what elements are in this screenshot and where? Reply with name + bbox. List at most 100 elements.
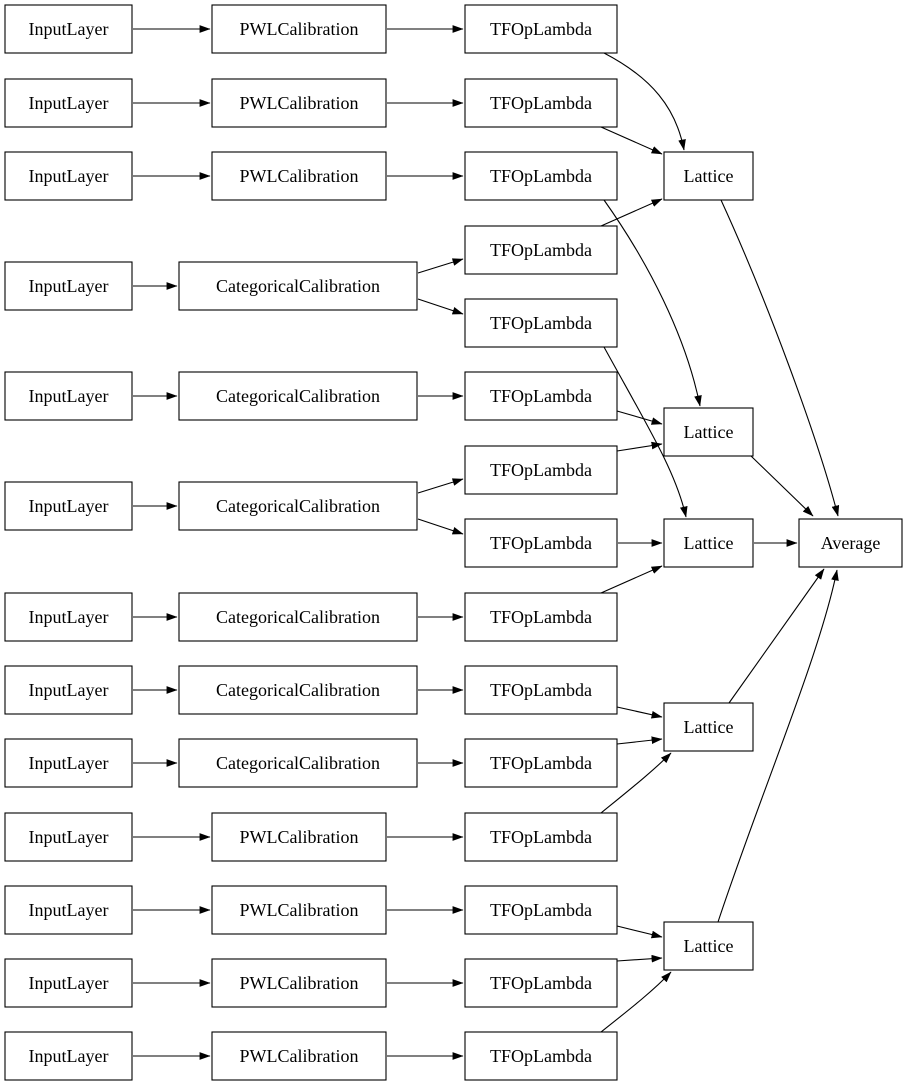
tfoplambda-4-box (464, 225, 618, 275)
inputlayer-2-label: InputLayer (29, 93, 109, 113)
node-inputlayer-1: InputLayer (4, 4, 133, 54)
inputlayer-6-label: InputLayer (29, 496, 109, 516)
edge-categoricalcalibration-3-to-tfoplambda-7 (417, 478, 464, 494)
tfoplambda-13-box (464, 885, 618, 935)
tfoplambda-15-label: TFOpLambda (490, 1046, 592, 1066)
inputlayer-8-box (4, 665, 133, 715)
node-categoricalcalibration-1: CategoricalCalibration (178, 261, 418, 311)
lattice-4-label: Lattice (684, 717, 734, 737)
pwlcalibration-5-label: PWLCalibration (240, 900, 359, 920)
categoricalcalibration-1-label: CategoricalCalibration (216, 276, 380, 296)
lattice-3-label: Lattice (684, 533, 734, 553)
inputlayer-4-label: InputLayer (29, 276, 109, 296)
lattice-5-label: Lattice (684, 936, 734, 956)
node-inputlayer-8: InputLayer (4, 665, 133, 715)
tfoplambda-9-label: TFOpLambda (490, 607, 592, 627)
pwlcalibration-3-label: PWLCalibration (240, 166, 359, 186)
node-inputlayer-11: InputLayer (4, 885, 133, 935)
lattice-4-box (663, 702, 754, 752)
inputlayer-9-label: InputLayer (29, 753, 109, 773)
node-tfoplambda-3: TFOpLambda (464, 151, 618, 201)
pwlcalibration-2-box (211, 78, 387, 128)
node-categoricalcalibration-3: CategoricalCalibration (178, 481, 418, 531)
node-pwlcalibration-7: PWLCalibration (211, 1031, 387, 1081)
node-lattice-2: Lattice (663, 407, 754, 457)
node-inputlayer-4: InputLayer (4, 261, 133, 311)
tfoplambda-14-box (464, 958, 618, 1008)
pwlcalibration-4-box (211, 812, 387, 862)
tfoplambda-10-box (464, 665, 618, 715)
inputlayer-8-label: InputLayer (29, 680, 109, 700)
edge-lattice-5-to-average-1 (717, 569, 839, 923)
edge-tfoplambda-2-to-lattice-1 (600, 126, 663, 155)
node-tfoplambda-2: TFOpLambda (464, 78, 618, 128)
edge-tfoplambda-14-to-lattice-5 (616, 954, 663, 963)
node-pwlcalibration-5: PWLCalibration (211, 885, 387, 935)
node-inputlayer-2: InputLayer (4, 78, 133, 128)
categoricalcalibration-1-box (178, 261, 418, 311)
average-1-label: Average (821, 533, 881, 553)
lattice-2-label: Lattice (684, 422, 734, 442)
node-lattice-4: Lattice (663, 702, 754, 752)
categoricalcalibration-6-label: CategoricalCalibration (216, 753, 380, 773)
categoricalcalibration-5-box (178, 665, 418, 715)
inputlayer-9-box (4, 738, 133, 788)
node-tfoplambda-4: TFOpLambda (464, 225, 618, 275)
node-categoricalcalibration-4: CategoricalCalibration (178, 592, 418, 642)
node-tfoplambda-5: TFOpLambda (464, 298, 618, 348)
categoricalcalibration-2-box (178, 371, 418, 421)
pwlcalibration-4-label: PWLCalibration (240, 827, 359, 847)
edge-tfoplambda-13-to-lattice-5 (616, 925, 663, 939)
edge-tfoplambda-7-to-lattice-2 (616, 441, 663, 452)
inputlayer-12-box (4, 958, 133, 1008)
inputlayer-5-box (4, 371, 133, 421)
node-inputlayer-7: InputLayer (4, 592, 133, 642)
categoricalcalibration-3-box (178, 481, 418, 531)
pwlcalibration-6-box (211, 958, 387, 1008)
tfoplambda-6-label: TFOpLambda (490, 386, 592, 406)
tfoplambda-10-label: TFOpLambda (490, 680, 592, 700)
edge-categoricalcalibration-3-to-tfoplambda-8 (417, 518, 464, 535)
node-inputlayer-13: InputLayer (4, 1031, 133, 1081)
node-lattice-1: Lattice (663, 151, 754, 201)
inputlayer-1-box (4, 4, 133, 54)
inputlayer-2-box (4, 78, 133, 128)
node-tfoplambda-9: TFOpLambda (464, 592, 618, 642)
inputlayer-11-box (4, 885, 133, 935)
node-inputlayer-12: InputLayer (4, 958, 133, 1008)
node-lattice-5: Lattice (663, 921, 754, 971)
inputlayer-10-box (4, 812, 133, 862)
lattice-3-box (663, 518, 754, 568)
node-tfoplambda-15: TFOpLambda (464, 1031, 618, 1081)
tfoplambda-7-label: TFOpLambda (490, 460, 592, 480)
lattice-1-label: Lattice (684, 166, 734, 186)
inputlayer-7-label: InputLayer (29, 607, 109, 627)
tfoplambda-12-label: TFOpLambda (490, 827, 592, 847)
tfoplambda-6-box (464, 371, 618, 421)
tfoplambda-2-label: TFOpLambda (490, 93, 592, 113)
node-lattice-3: Lattice (663, 518, 754, 568)
pwlcalibration-5-box (211, 885, 387, 935)
pwlcalibration-2-label: PWLCalibration (240, 93, 359, 113)
pwlcalibration-3-box (211, 151, 387, 201)
edge-tfoplambda-12-to-lattice-4 (600, 752, 672, 814)
pwlcalibration-6-label: PWLCalibration (240, 973, 359, 993)
tfoplambda-12-box (464, 812, 618, 862)
node-inputlayer-10: InputLayer (4, 812, 133, 862)
pwlcalibration-1-label: PWLCalibration (240, 19, 359, 39)
inputlayer-11-label: InputLayer (29, 900, 109, 920)
nodes-layer: InputLayerInputLayerInputLayerInputLayer… (4, 4, 903, 1081)
node-tfoplambda-8: TFOpLambda (464, 518, 618, 568)
tfoplambda-3-box (464, 151, 618, 201)
node-pwlcalibration-2: PWLCalibration (211, 78, 387, 128)
edge-tfoplambda-11-to-lattice-4 (616, 736, 663, 745)
inputlayer-10-label: InputLayer (29, 827, 109, 847)
edge-tfoplambda-3-to-lattice-2 (603, 199, 702, 407)
inputlayer-3-box (4, 151, 133, 201)
node-inputlayer-6: InputLayer (4, 481, 133, 531)
inputlayer-7-box (4, 592, 133, 642)
tfoplambda-3-label: TFOpLambda (490, 166, 592, 186)
tfoplambda-11-box (464, 738, 618, 788)
